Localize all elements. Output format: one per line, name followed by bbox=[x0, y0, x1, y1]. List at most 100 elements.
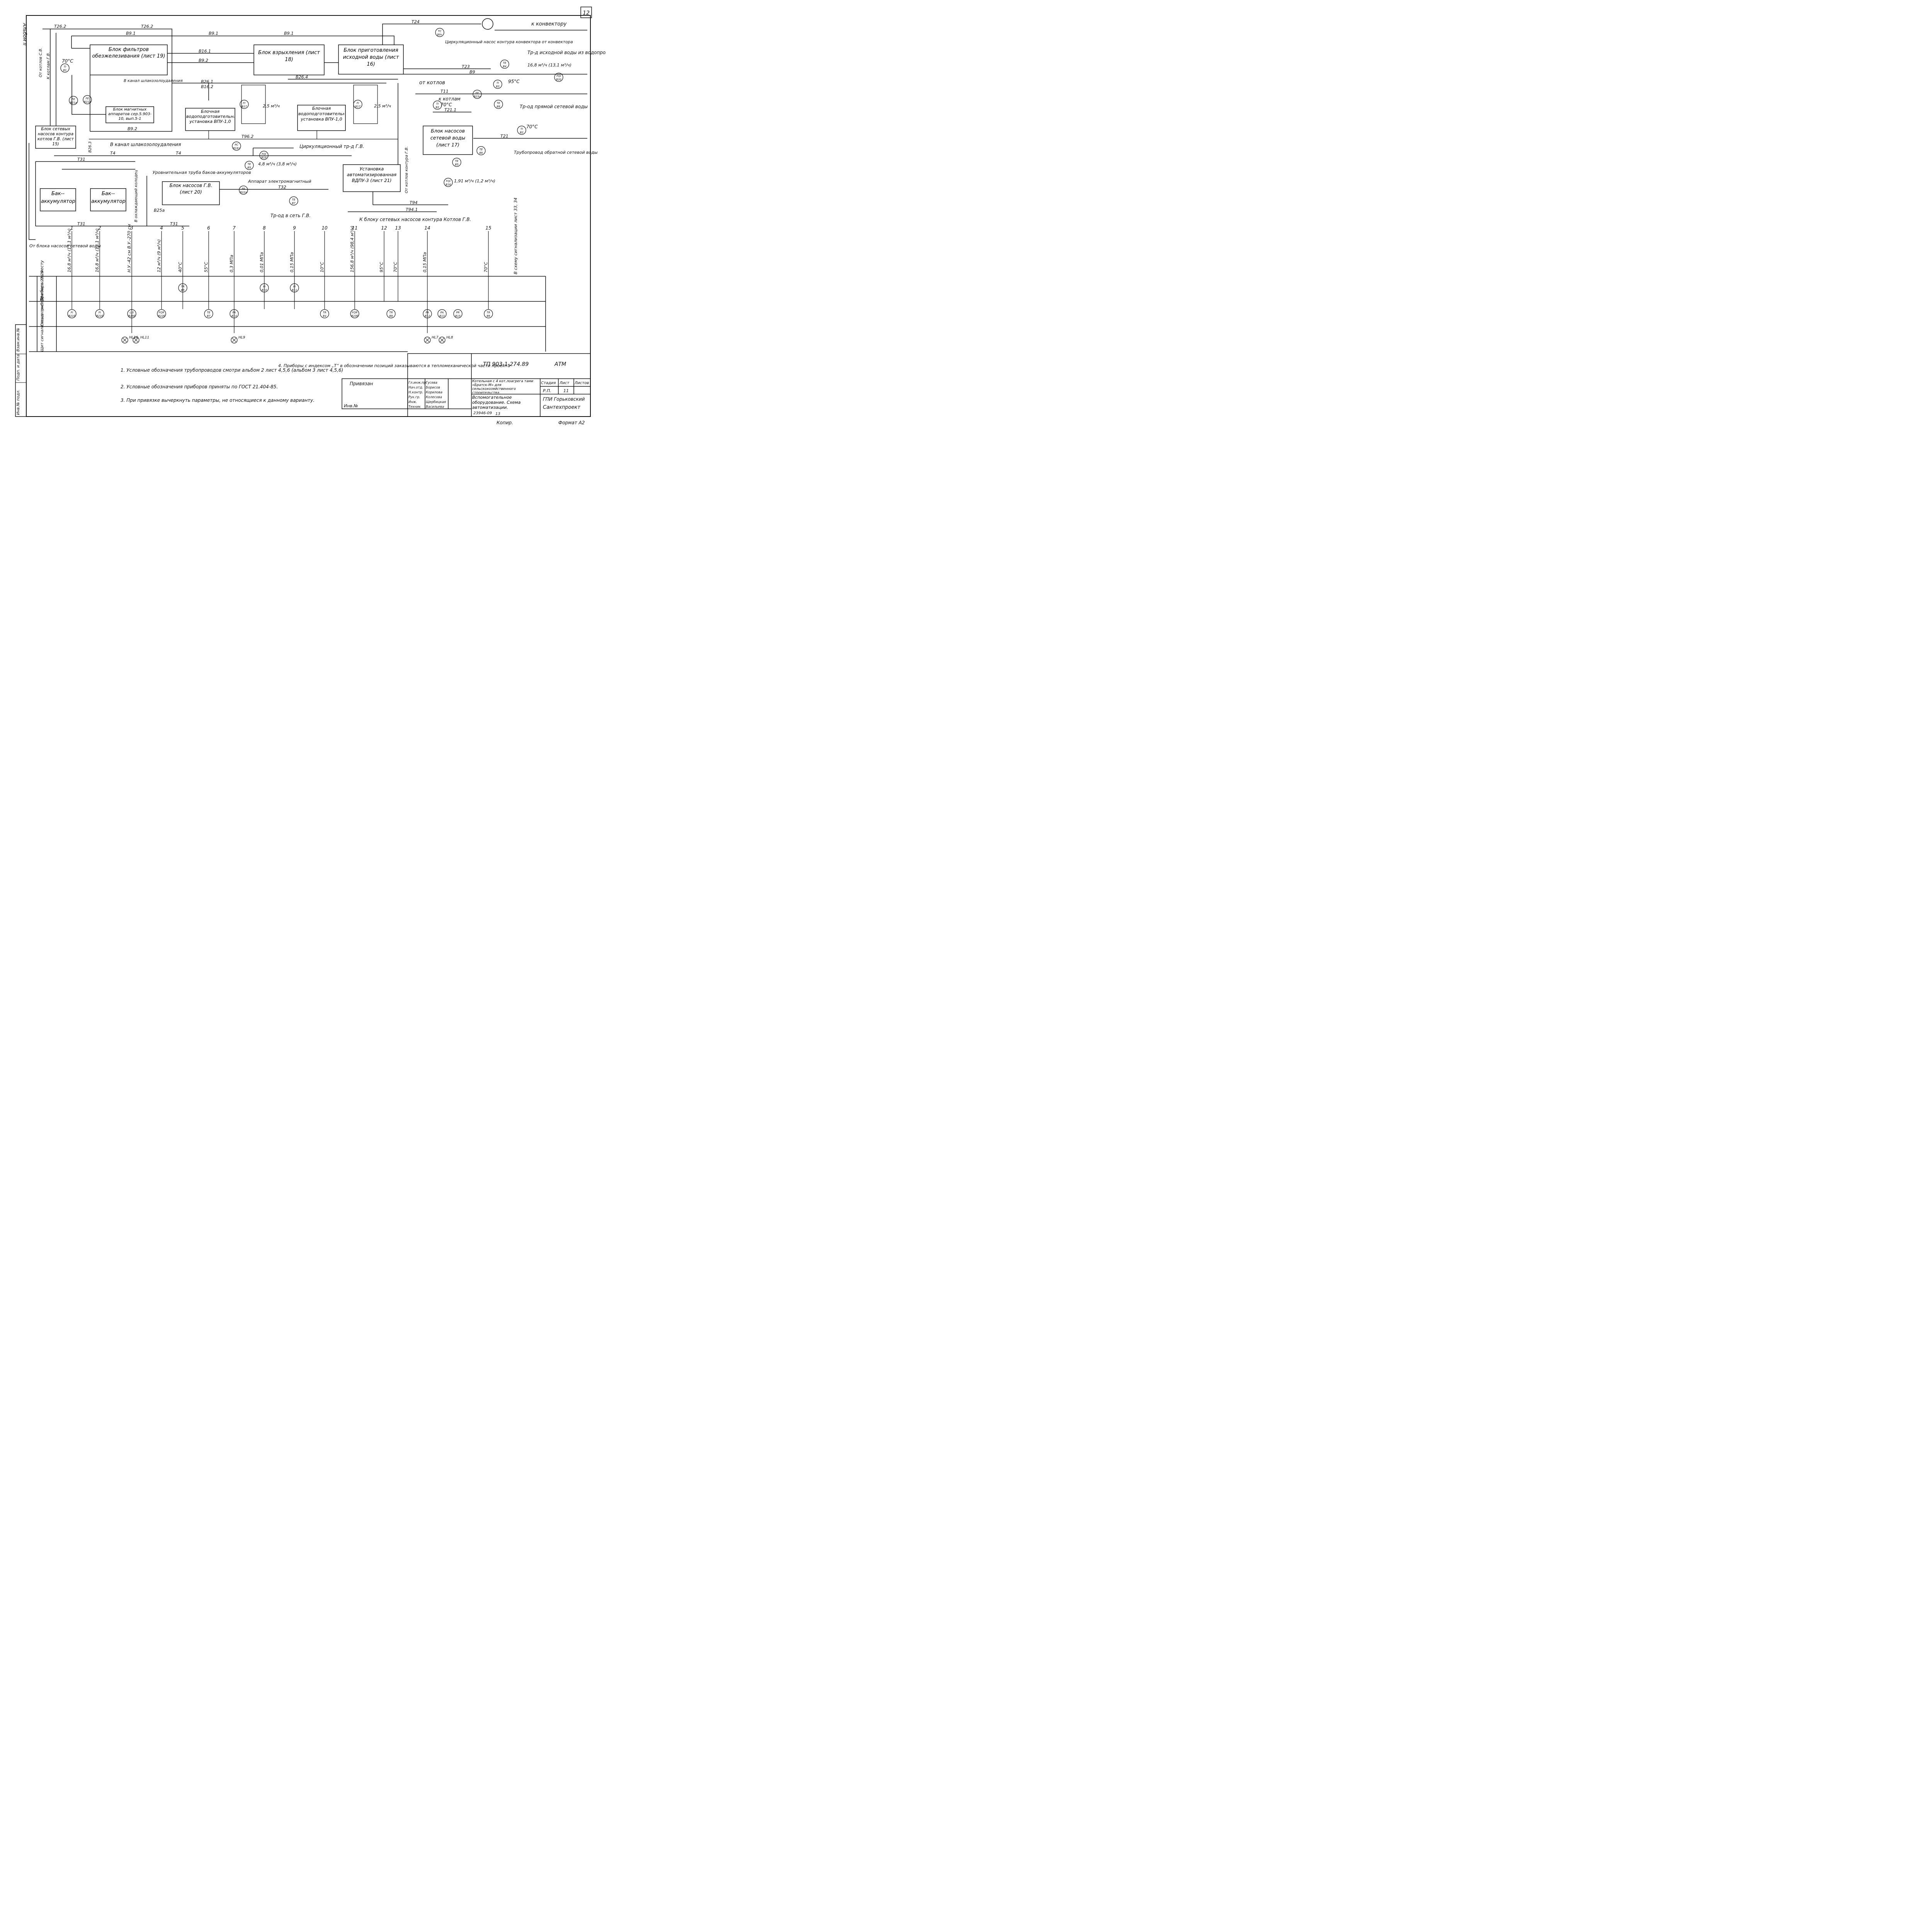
slag-channel-small: В канал шлакозолоудаления bbox=[124, 79, 183, 83]
instrument-no: B5 bbox=[181, 289, 185, 292]
instrument-stand bbox=[320, 309, 329, 318]
instrument-no: B4 bbox=[503, 65, 506, 68]
instrument-stand bbox=[423, 309, 432, 318]
position-number: 4 bbox=[160, 225, 163, 231]
pipe-T4-a: Т4 bbox=[110, 151, 116, 156]
table-instruments: TRB5PIB10PIB11FIB21бFIB21бLISB25бFQRB22б… bbox=[67, 283, 493, 344]
instrument-stand bbox=[437, 309, 447, 318]
from-boilers-cb: От котлов С.В. bbox=[39, 48, 43, 77]
instrument-type: PI bbox=[263, 285, 265, 288]
right-top-pipes bbox=[382, 18, 587, 139]
instrument-type: TE bbox=[497, 102, 500, 105]
tb-title: Вспомогательное оборудование. Схема авто… bbox=[472, 395, 521, 410]
position-param: 156,8 м³/ч (98,4 м³/ч) bbox=[350, 226, 355, 272]
block-vdpu-label: Установка автоматизированная ВДПУ-3 (лис… bbox=[347, 166, 397, 183]
instrument-no: B11 bbox=[292, 289, 297, 292]
position-param: 40°С bbox=[178, 262, 183, 272]
pipe-B9.2-b: В9.2 bbox=[128, 126, 137, 131]
field-instrument bbox=[500, 60, 509, 69]
tb-sheets-h: Листов bbox=[574, 381, 589, 385]
to-convector: к конвектору bbox=[531, 21, 567, 27]
block-water1-label: Блочная водоподготовительная установка В… bbox=[186, 109, 234, 124]
pipe-B25a: В25а bbox=[154, 208, 165, 213]
tb-bound: Привязан bbox=[350, 381, 373, 386]
pipe-T21: Т21 bbox=[500, 134, 509, 139]
to-boilers-gv: К котлам Г.В. bbox=[46, 52, 51, 79]
field-instrument bbox=[452, 158, 461, 167]
position-number: 9 bbox=[293, 225, 296, 231]
instrument-type: FE bbox=[476, 92, 479, 95]
pipe-B9.1-a: В9.1 bbox=[126, 31, 136, 36]
block-net-pumps-boiler-label: Блок сетевых насосов контура котлов Г.В.… bbox=[37, 127, 74, 146]
block-filters-label: Блок фильтров обезжелезивания (лист 19) bbox=[92, 47, 165, 59]
position-param: 55°С bbox=[204, 262, 209, 272]
to-boilers: к котлам bbox=[439, 96, 461, 102]
instrument-type: TE bbox=[455, 160, 459, 163]
block-hw-pumps bbox=[162, 181, 220, 205]
signal-lamp bbox=[133, 337, 139, 344]
instrument-type: TI bbox=[520, 128, 523, 131]
instrument-type: TE bbox=[207, 311, 211, 314]
vdpu-pipes bbox=[348, 83, 448, 212]
direct-water: Тр-од прямой сетевой воды bbox=[520, 104, 588, 109]
instrument-no: B12 bbox=[425, 315, 430, 318]
instrument-stand bbox=[204, 309, 213, 318]
sheet-number-box bbox=[580, 7, 592, 18]
instrument-no: B25б bbox=[128, 315, 136, 318]
temp-95: 95°C bbox=[508, 79, 520, 84]
position-param: 70°С bbox=[483, 262, 488, 272]
signal-lamp-label: HL9 bbox=[238, 336, 245, 340]
field-instrument bbox=[60, 63, 70, 73]
block-net-pumps-label: Блок насосов сетевой воды (лист 17) bbox=[430, 128, 466, 148]
staff-name: Щербицкая bbox=[426, 400, 446, 404]
instrument-type: FI bbox=[357, 102, 359, 105]
instrument-stand bbox=[95, 309, 104, 318]
pipe-T32: Т32 bbox=[278, 185, 286, 190]
pipe-T21.1: Т21.1 bbox=[444, 107, 456, 112]
flow-817-b: 2,5 м³/ч bbox=[374, 104, 391, 109]
instrument-no: B6 bbox=[479, 151, 483, 155]
instrument-no: B22а bbox=[240, 191, 247, 194]
tank-2 bbox=[90, 188, 126, 211]
block-prep-label: Блок приготовления исходной воды (лист 1… bbox=[343, 48, 399, 67]
position-number: 13 bbox=[395, 225, 401, 231]
instrument-no: B17 bbox=[242, 105, 247, 108]
pipe-B9.1-c: В9.1 bbox=[284, 31, 294, 36]
instrument-type: FE bbox=[86, 97, 89, 100]
instrument-no: B4 bbox=[323, 315, 326, 318]
field-instrument bbox=[353, 100, 362, 109]
instrument-type: TI bbox=[436, 102, 439, 105]
field-instrument bbox=[554, 73, 563, 82]
instrument-type: FQI bbox=[446, 180, 451, 183]
pipe-B26.1: В26.1 bbox=[201, 79, 213, 84]
staff-role: Инж. bbox=[408, 400, 417, 404]
instrument-type: FE bbox=[72, 98, 75, 101]
instrument-no: B2 bbox=[435, 106, 439, 109]
position-param: 95°С bbox=[379, 262, 384, 272]
block-magnetic bbox=[105, 106, 154, 123]
instrument-type: FQI bbox=[262, 153, 266, 156]
staff-name: Борисов bbox=[426, 386, 440, 390]
instrument-no: B1 bbox=[63, 69, 66, 72]
left-risers bbox=[29, 29, 56, 240]
pipe-B9.1-b: В9.1 bbox=[209, 31, 218, 36]
instrument-no: B16т bbox=[233, 147, 240, 150]
row-local: Приборы по месту bbox=[39, 260, 44, 301]
signal-scheme: В схему сигнализации лист 33, 34 bbox=[513, 197, 518, 274]
instrument-type: FI bbox=[99, 311, 101, 314]
instrument-stand bbox=[350, 309, 359, 318]
instrument-stand bbox=[230, 309, 239, 318]
field-instrument bbox=[289, 196, 298, 206]
instrument-type: FQR bbox=[352, 311, 358, 314]
signal-lamp-label: HL11 bbox=[140, 336, 149, 340]
field-instrument bbox=[517, 126, 526, 135]
instrument-no: B14 bbox=[231, 315, 237, 318]
tb-stamp: 23946-09 bbox=[473, 411, 492, 415]
tb-inv: Инв.№ bbox=[344, 403, 358, 408]
sheet-number: 12 bbox=[583, 10, 590, 16]
temp-70-left: 70°C bbox=[62, 58, 73, 64]
field-instrument bbox=[259, 151, 269, 160]
instrument-no: B13 bbox=[439, 315, 445, 318]
instrument-stand bbox=[67, 309, 77, 318]
instrument-type: TI bbox=[497, 82, 499, 85]
